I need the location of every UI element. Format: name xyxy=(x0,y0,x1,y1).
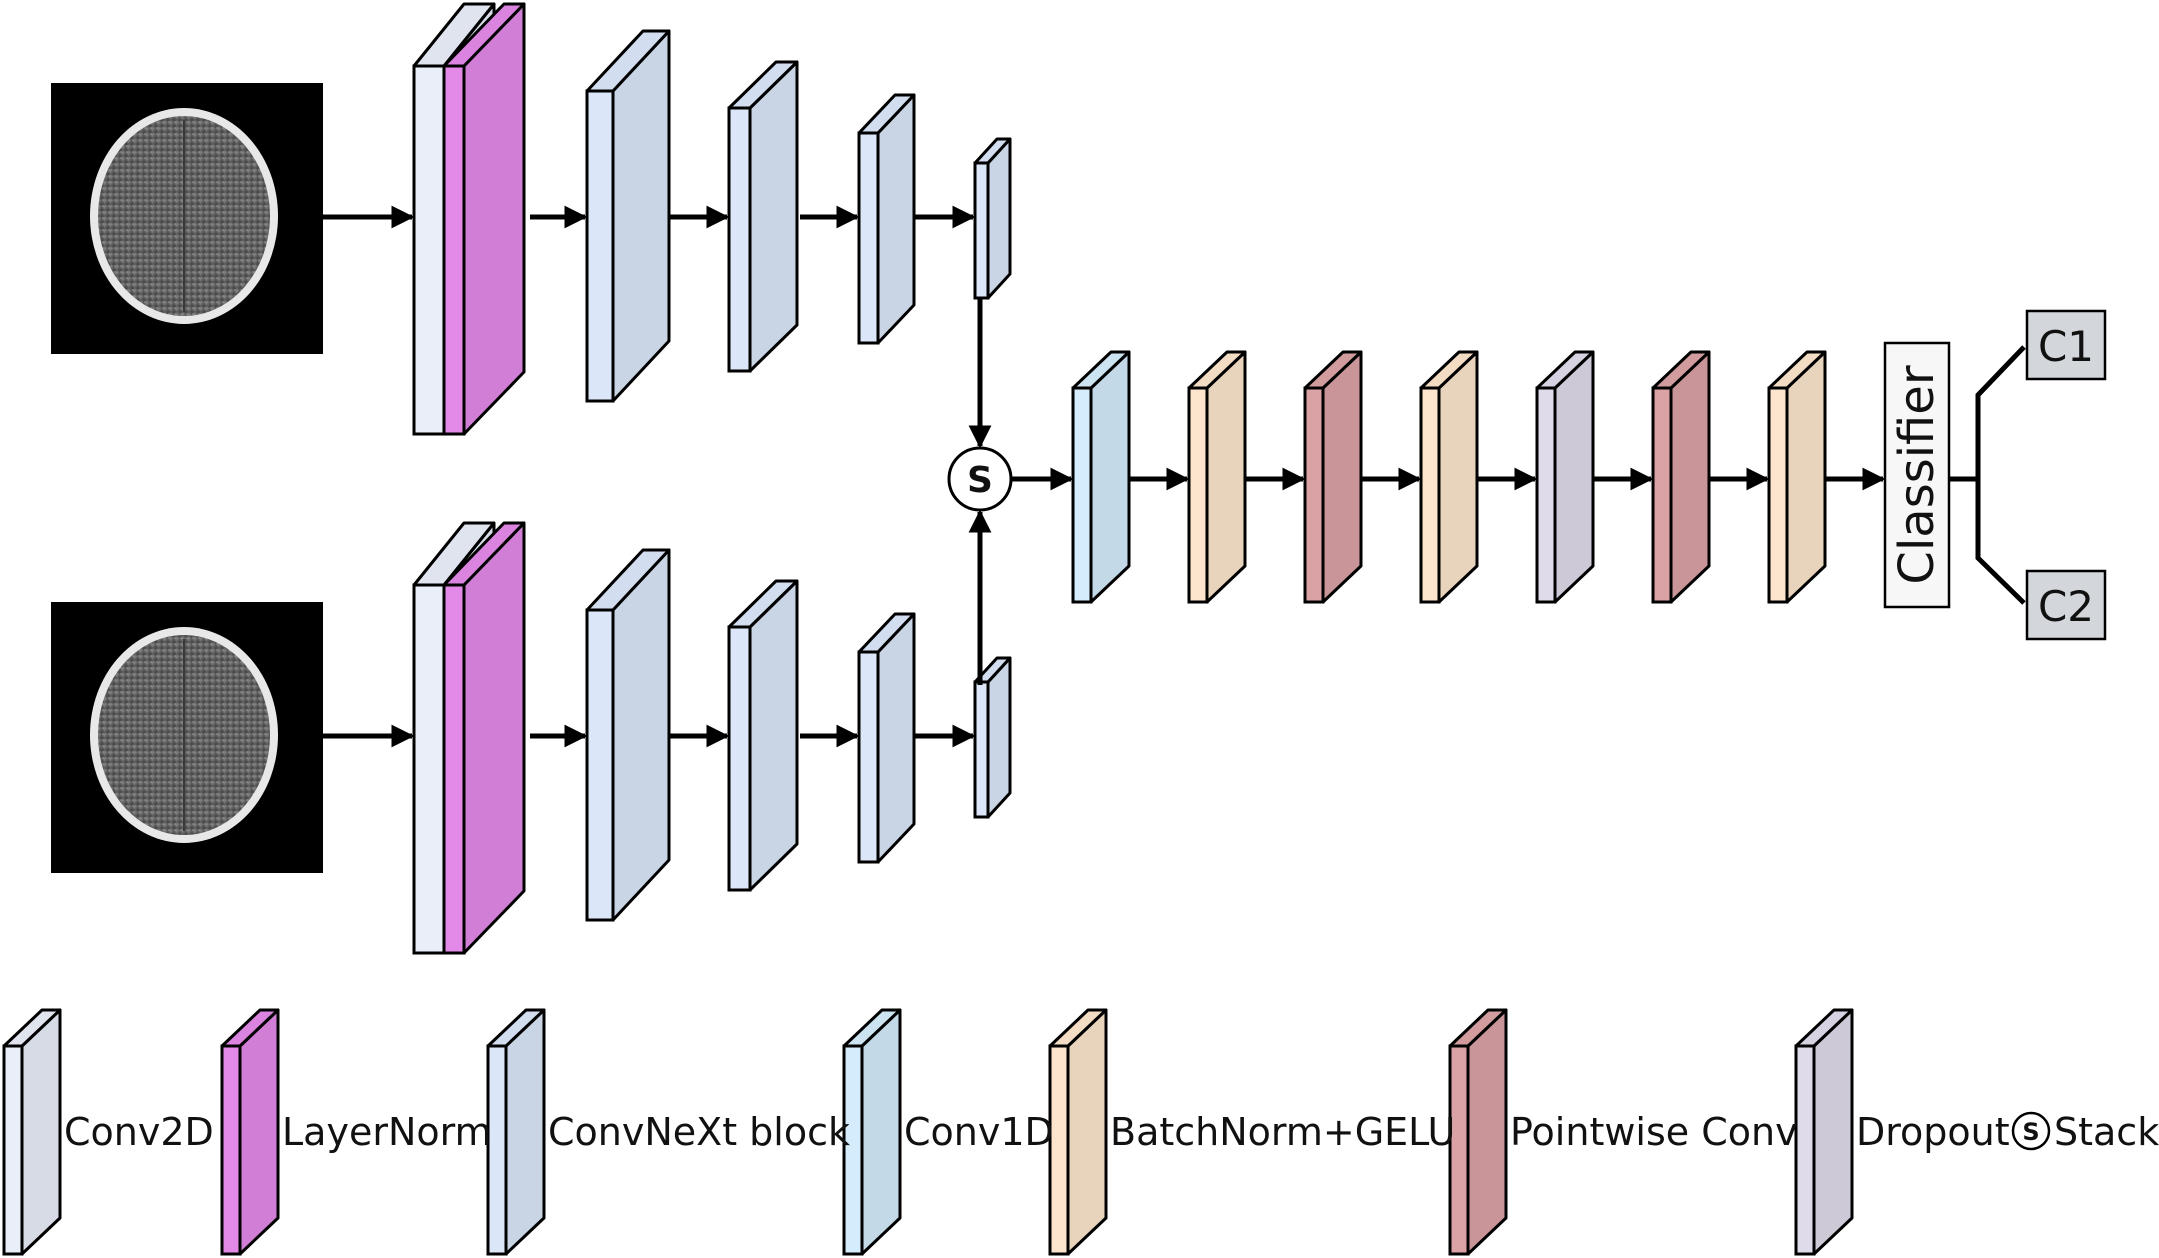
head-conv1d-1 xyxy=(1071,350,1131,604)
head-batchnorm-gelu-7 xyxy=(1767,350,1827,604)
output-c1: C1 xyxy=(2025,309,2107,381)
head-batchnorm-gelu-2 xyxy=(1187,350,1247,604)
stem-layernorm-bottom xyxy=(442,521,526,955)
classifier-branches xyxy=(1950,345,2026,605)
legend-label-dropout: Dropout xyxy=(1856,1110,2010,1154)
convnext-stage1-bottom xyxy=(585,548,671,922)
legend-swatch-convnext xyxy=(486,1008,546,1256)
legend-swatch-pointwise-conv xyxy=(1448,1008,1508,1256)
legend-label-conv2d: Conv2D xyxy=(64,1110,214,1154)
output-c2: C2 xyxy=(2025,569,2107,641)
legend-swatch-dropout xyxy=(1794,1008,1854,1256)
legend-swatch-conv2d xyxy=(2,1008,62,1256)
head-pointwise-conv-3 xyxy=(1303,350,1363,604)
legend-label-stack: Stack xyxy=(2054,1110,2159,1154)
input-ct-scan-top xyxy=(51,83,323,354)
convnext-stage3-top xyxy=(857,93,916,345)
stem-layernorm-top xyxy=(442,2,526,436)
legend-stack-symbol-text: S xyxy=(2022,1118,2039,1146)
legend-label-batchnorm-gelu: BatchNorm+GELU xyxy=(1110,1110,1455,1154)
convnext-stage2-top xyxy=(727,60,799,373)
convnext-stage1-top xyxy=(585,29,671,403)
input-ct-scan-bottom xyxy=(51,602,323,873)
stack-symbol: S xyxy=(967,460,993,501)
legend-swatch-layernorm xyxy=(220,1008,280,1256)
stack-node: S xyxy=(947,446,1013,512)
legend-swatches xyxy=(2,1008,1854,1256)
classifier-label: Classifier xyxy=(1889,365,1945,584)
legend-swatch-batchnorm-gelu xyxy=(1048,1008,1108,1256)
head-pointwise-conv-6 xyxy=(1651,350,1711,604)
convnext-stage4-top xyxy=(973,137,1012,300)
legend-label-conv1d: Conv1D xyxy=(904,1110,1054,1154)
legend-label-convnext-block: ConvNeXt block xyxy=(548,1110,850,1154)
convnext-stage2-bottom xyxy=(727,579,799,892)
head-dropout-5 xyxy=(1535,350,1595,604)
legend-stack-symbol: S xyxy=(2011,1111,2051,1151)
output-c2-label: C2 xyxy=(2038,582,2094,631)
flow-arrows xyxy=(323,205,1886,748)
classifier-box: Classifier xyxy=(1883,341,1951,609)
head-batchnorm-gelu-4 xyxy=(1419,350,1479,604)
convnext-stage3-bottom xyxy=(857,612,916,864)
legend-label-pointwise-conv: Pointwise Conv xyxy=(1510,1110,1798,1154)
legend-swatch-conv1d xyxy=(842,1008,902,1256)
legend: Conv2D LayerNorm ConvNeXt block Conv1D B… xyxy=(2,1008,2159,1256)
legend-label-layernorm: LayerNorm xyxy=(282,1110,492,1154)
output-c1-label: C1 xyxy=(2038,322,2094,371)
layer-blocks xyxy=(412,2,1827,955)
